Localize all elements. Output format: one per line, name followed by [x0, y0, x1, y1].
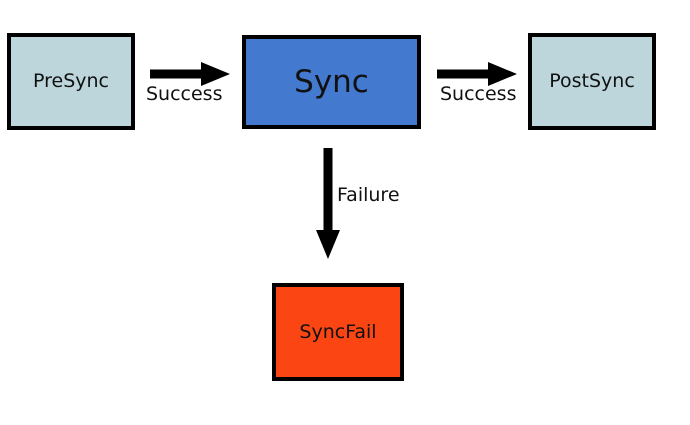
edge-label-sync-to-postsync: Success [440, 83, 517, 105]
edge-label-presync-to-sync: Success [146, 83, 223, 105]
node-sync-label: Sync [294, 63, 369, 100]
node-presync[interactable]: PreSync [7, 33, 135, 130]
edge-label-sync-to-syncfail: Failure [337, 184, 400, 206]
node-postsync[interactable]: PostSync [528, 33, 656, 130]
node-presync-label: PreSync [33, 70, 109, 92]
node-syncfail[interactable]: SyncFail [272, 283, 404, 381]
node-sync[interactable]: Sync [242, 35, 421, 129]
node-postsync-label: PostSync [549, 70, 635, 92]
node-syncfail-label: SyncFail [299, 320, 377, 343]
